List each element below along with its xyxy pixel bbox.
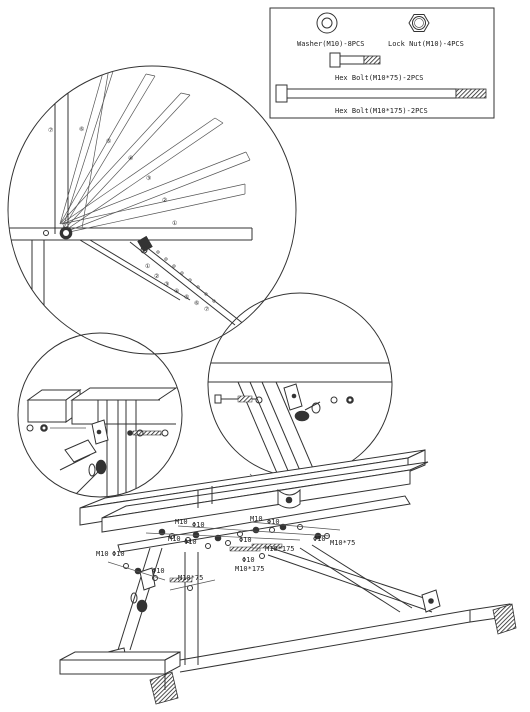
callout-phi10-c: Φ10 xyxy=(184,538,197,546)
position-6-label: ⑥ xyxy=(79,126,84,133)
hole-3-label: ③ xyxy=(164,281,169,288)
backrest-angle-detail: ① ② ③ ④ ⑤ ⑥ ⑦ ① ② ③ ④ ⑤ ⑥ ⑦ xyxy=(7,65,297,355)
hole-4-label: ④ xyxy=(174,288,179,295)
callout-m10-175-b: M10*175 xyxy=(235,565,265,573)
callout-phi10-d: Φ10 xyxy=(239,536,252,544)
long-bolt-label: Hex Bolt(M10*175)-2PCS xyxy=(335,107,428,115)
callout-phi10-e: Φ10 xyxy=(313,535,326,543)
front-joint-detail xyxy=(17,332,183,498)
bench-frame xyxy=(59,449,517,705)
washer-label: Washer(M10)-8PCS xyxy=(297,40,364,48)
position-7-label: ⑦ xyxy=(48,127,53,134)
callout-m10-c: M10 xyxy=(168,535,181,543)
hardware-callouts: M10 Φ10 M10 Φ10 M10 Φ10 Φ10 Φ10 M10*75 M… xyxy=(96,515,355,582)
callout-m10-175-a: M10*175 xyxy=(265,545,295,553)
hole-6-label: ⑥ xyxy=(194,300,199,307)
callout-phi10-h: Φ10 xyxy=(152,567,165,575)
rear-joint-detail xyxy=(207,292,393,478)
hole-5-label: ⑤ xyxy=(184,294,189,301)
short-bolt-icon xyxy=(329,52,381,68)
hole-7-label: ⑦ xyxy=(204,306,209,313)
position-2-label: ② xyxy=(162,197,167,204)
washer-icon xyxy=(316,12,338,34)
callout-phi10-b: Φ10 xyxy=(267,518,280,526)
position-4-label: ④ xyxy=(128,155,133,162)
callout-m10-75-b: M10*75 xyxy=(178,574,203,582)
hole-2-label: ② xyxy=(154,273,159,280)
short-bolt-label: Hex Bolt(M10*75)-2PCS xyxy=(335,74,424,82)
callout-m10-75-a: M10*75 xyxy=(330,539,355,547)
lock-nut-icon xyxy=(408,14,430,32)
long-bolt-icon xyxy=(275,84,487,103)
position-5-label: ⑤ xyxy=(106,138,111,145)
callout-m10-d: M10 xyxy=(96,550,109,558)
lock-nut-label: Lock Nut(M10)-4PCS xyxy=(388,40,464,48)
callout-phi10-a: Φ10 xyxy=(192,521,205,529)
callout-m10-a: M10 xyxy=(175,518,188,526)
callout-phi10-g: Φ10 xyxy=(112,550,125,558)
parts-list-box: Washer(M10)-8PCS Lock Nut(M10)-4PCS Hex … xyxy=(269,7,495,119)
position-1-label: ① xyxy=(172,220,177,227)
position-3-label: ③ xyxy=(146,175,151,182)
hole-1-label: ① xyxy=(145,263,150,270)
callout-phi10-f: Φ10 xyxy=(242,556,255,564)
callout-m10-b: M10 xyxy=(250,515,263,523)
